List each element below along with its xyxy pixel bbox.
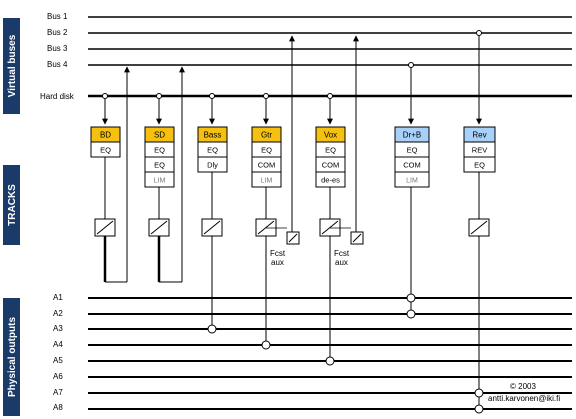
track-drb-output-node-a1 [406,293,416,303]
track-sd-slot-1-label: EQ [154,146,165,155]
track-sd: SD EQ EQ LIM [144,66,185,283]
track-drb-slot-3[interactable] [394,171,430,188]
track-name-drb: Dr+B [403,131,421,140]
side-label-virtual-buses: Virtual buses [7,34,18,97]
track-bd-slot-1-label: EQ [100,146,111,155]
track-name-sd: SD [154,131,165,140]
track-drb: Dr+B EQ COM LIM [394,62,430,319]
track-vox-slot-2-label: COM [322,161,340,170]
track-bass-slot-2-label: Dly [207,161,218,170]
side-panel-physical-outputs: Physical outputs [3,298,20,416]
track-drb-slot-1-label: EQ [407,146,418,155]
side-panel-tracks: TRACKS [3,165,20,245]
side-label-tracks: TRACKS [7,184,18,226]
output-label-a8: A8 [53,403,63,412]
track-drb-slot-3-label: LIM [406,178,418,185]
track-gtr-output-node [261,340,271,350]
bus-label-1: Bus 1 [47,12,68,21]
track-bass-output-node [207,324,217,334]
output-label-a1: A1 [53,293,63,302]
track-rev-slot-1-label: REV [472,146,487,155]
track-vox-aux-label-top: Fcst [334,249,350,258]
track-vox-output-node [325,356,335,366]
bus-label-2: Bus 2 [47,28,68,37]
track-rev-output-node-a7 [474,388,484,398]
track-vox-slot-3-label: de-es [321,176,340,185]
side-panel-virtual-buses: Virtual buses [3,18,20,114]
track-rev: Rev REV EQ [463,30,496,414]
output-label-a5: A5 [53,356,63,365]
track-gtr: Gtr EQ COM LIM Fcst aux [251,35,300,350]
track-gtr-aux-label-top: Fcst [270,249,286,258]
output-label-a3: A3 [53,324,63,333]
track-bass: Bass EQ Dly [197,93,228,334]
output-label-a6: A6 [53,372,63,381]
track-sd-slot-2-label: EQ [154,161,165,170]
track-name-bass: Bass [204,131,222,140]
side-label-physical-outputs: Physical outputs [7,317,18,397]
track-vox: Vox EQ COM de-es Fcst aux [315,35,364,366]
track-sd-slot-3-label: LIM [154,178,166,185]
track-name-gtr: Gtr [261,131,272,140]
copyright-text: © 2003 [510,382,536,391]
track-drb-output-node-a2 [406,309,416,319]
track-bd: BD EQ [90,66,130,283]
bus-label-3: Bus 3 [47,44,68,53]
author-email: antti.karvonen@iki.fi [488,394,560,403]
track-bass-slot-1-label: EQ [207,146,218,155]
track-vox-slot-1-label: EQ [325,146,336,155]
track-vox-aux-label-bottom: aux [335,258,348,267]
output-label-a2: A2 [53,309,63,318]
output-label-a7: A7 [53,388,63,397]
track-gtr-slot-2-label: COM [258,161,276,170]
track-gtr-aux-label-bottom: aux [271,258,284,267]
track-name-rev: Rev [472,131,486,140]
hard-disk-label: Hard disk [40,92,75,101]
track-drb-slot-2-label: COM [403,161,421,170]
bus-label-4: Bus 4 [47,60,68,69]
track-gtr-slot-1-label: EQ [261,146,272,155]
track-rev-slot-2-label: EQ [474,161,485,170]
track-rev-output-node-a8 [474,404,484,414]
track-name-vox: Vox [324,131,337,140]
track-name-bd: BD [100,131,111,140]
track-gtr-slot-3-label: LIM [261,178,273,185]
output-label-a4: A4 [53,340,63,349]
